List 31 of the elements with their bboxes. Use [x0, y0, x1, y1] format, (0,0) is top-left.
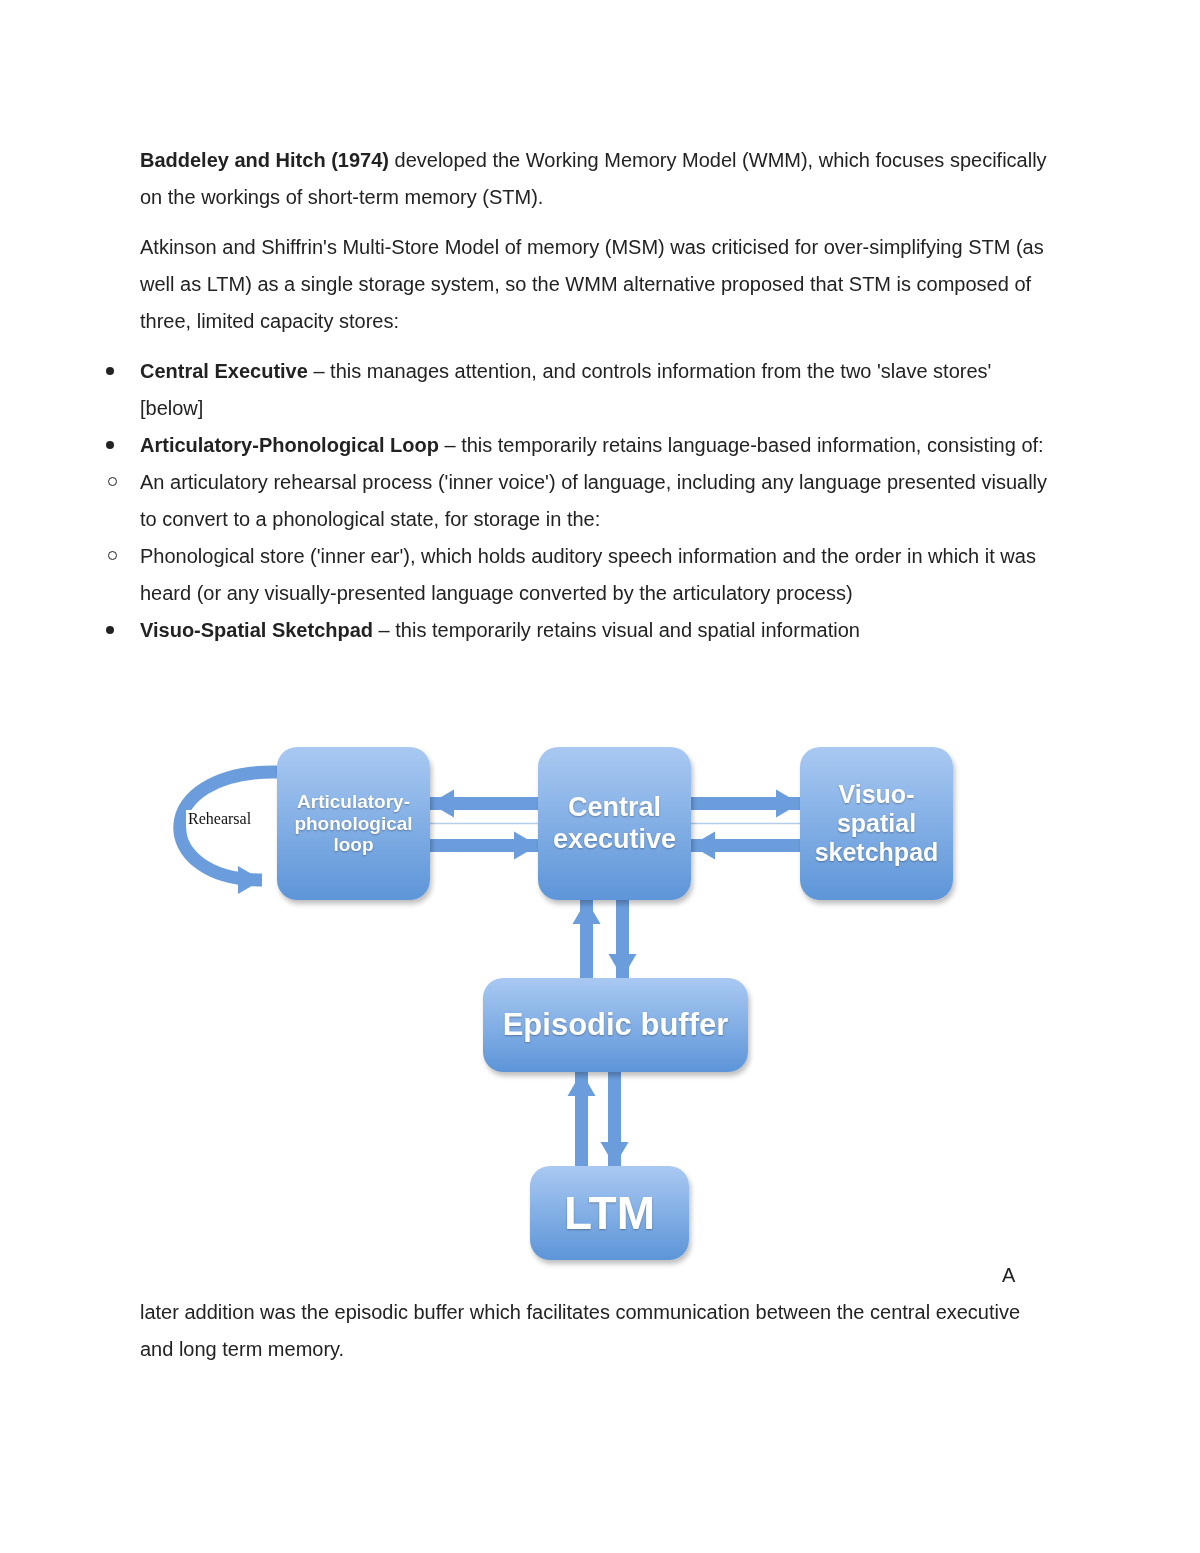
connector-line	[429, 822, 539, 825]
block-arrow	[691, 789, 800, 818]
body-text: A	[1002, 1263, 1016, 1288]
block-arrow	[430, 789, 538, 818]
edge-label: Rehearsal	[186, 810, 254, 828]
box-label: LTM	[563, 1186, 656, 1240]
list-item-text: An articulatory rehearsal process ('inner voice') of language, including any language presented visually to convert to a phonological state, for storage in the:	[140, 471, 1048, 530]
paragraph: Atkinson and Shiffrin's Multi-Store Model of memory (MSM) was criticised for over-simplifying STM (as well as LTM) as a single storage system, so the WMM alternative proposed that STM is composed of three, limited capacity stores:	[140, 236, 1044, 332]
block-arrow	[567, 1072, 596, 1166]
process-box	[538, 747, 691, 900]
block-arrow	[600, 1072, 629, 1166]
connector-line	[690, 822, 801, 825]
curved-arrow	[173, 765, 278, 892]
box-label: Visuo-spatial sketchpad	[813, 780, 940, 867]
process-box	[277, 747, 430, 900]
box-label: Articulatory-phonological loop	[293, 790, 414, 857]
list-item-text: Central Executive – this manages attention, and controls information from the two 'slave stores' [below]	[140, 360, 992, 419]
block-arrow	[691, 831, 800, 860]
list-item-text: Articulatory-Phonological Loop – this temporarily retains language-based information, consisting of:	[140, 434, 1044, 456]
body-text: later addition was the episodic buffer which facilitates communication between the central executive and long term memory.	[140, 1300, 1022, 1362]
list-item-text: Visuo-Spatial Sketchpad – this temporarily retains visual and spatial information	[140, 619, 860, 641]
box-label: Central executive	[551, 792, 678, 855]
block-arrow	[430, 831, 538, 860]
block-arrow	[608, 900, 637, 978]
paragraph: Baddeley and Hitch (1974) developed the Working Memory Model (WMM), which focuses specifically on the workings of short-term memory (STM).	[140, 149, 1047, 208]
process-box	[800, 747, 953, 900]
process-box	[483, 978, 748, 1072]
list-item-text: Phonological store ('inner ear'), which holds auditory speech information and the order in which it was heard (or any visually-presented language converted by the articulatory process)	[140, 545, 1036, 604]
box-label: Episodic buffer	[502, 1007, 729, 1043]
block-arrow	[572, 900, 601, 978]
process-box	[530, 1166, 689, 1260]
